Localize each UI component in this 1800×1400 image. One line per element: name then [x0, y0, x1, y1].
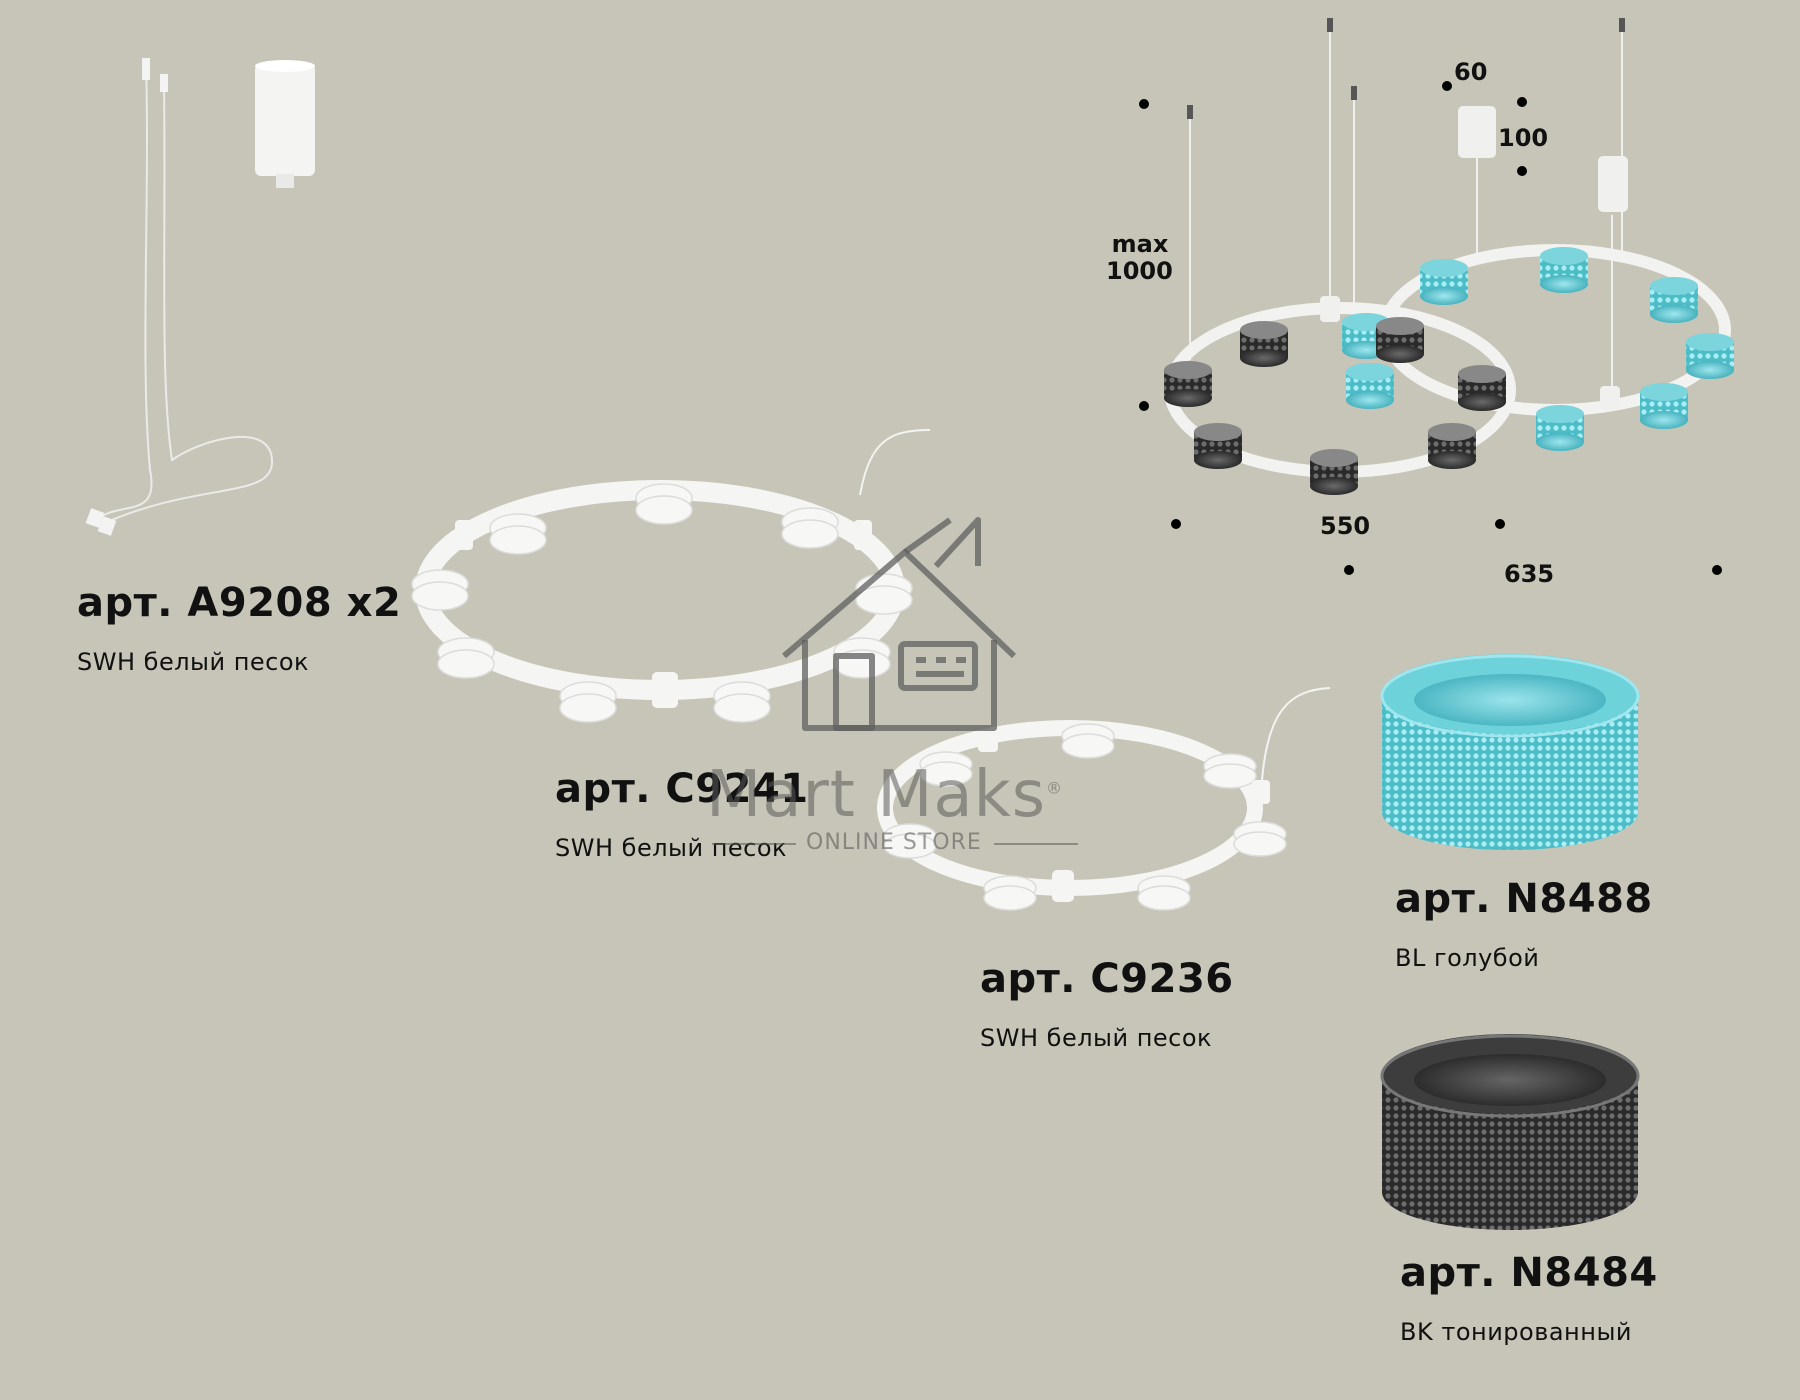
dimension-max-value: 1000 [1106, 257, 1173, 285]
assembled-chandelier-illustration [1164, 18, 1734, 495]
product-article: арт. N8484 [1400, 1250, 1658, 1296]
product-color: BK тонированный [1400, 1318, 1632, 1346]
watermark-tagline: ONLINE STORE [806, 830, 982, 855]
dimension-dot [1139, 401, 1149, 411]
product-article: арт. C9236 [980, 956, 1234, 1002]
product-color: SWH белый песок [980, 1024, 1213, 1052]
product-article: арт. C9241 [555, 766, 809, 812]
dimension-dot [1517, 166, 1527, 176]
dimension-dot [1442, 81, 1452, 91]
ring-c9241-illustration [411, 429, 931, 723]
dimension-dot [1139, 99, 1149, 109]
watermark-line-left [712, 843, 796, 845]
dimension-dot [1171, 519, 1181, 529]
product-color: BL голубой [1395, 944, 1540, 972]
product-label-c9236: арт. C9236 SWH белый песок [980, 956, 1234, 1052]
dimension-cap-width: 60 [1454, 58, 1488, 86]
dimension-dot [1344, 565, 1354, 575]
product-label-n8484: арт. N8484 BK тонированный [1400, 1250, 1658, 1346]
dimension-small-ring: 550 [1320, 512, 1371, 540]
dimension-large-ring: 635 [1504, 560, 1555, 588]
ring-c9236-illustration [877, 687, 1331, 911]
dimension-dot [1712, 565, 1722, 575]
product-color: SWH белый песок [555, 834, 788, 862]
product-article: арт. N8488 [1395, 876, 1653, 922]
watermark-line-right [994, 843, 1078, 845]
watermark-house-icon [782, 517, 1017, 731]
shade-n8488-illustration [1380, 654, 1640, 850]
shade-n8484-illustration [1380, 1034, 1640, 1230]
product-color: SWH белый песок [77, 648, 310, 676]
product-label-c9241: арт. C9241 SWH белый песок [555, 766, 809, 862]
dimension-dot [1517, 97, 1527, 107]
dimension-max-label: max [1111, 230, 1169, 258]
suspension-kit-illustration [85, 58, 315, 536]
watermark-brand: Mart Maks® [706, 758, 1063, 832]
product-article: арт. A9208 x2 [77, 580, 402, 626]
watermark-brand-text: Mart Maks [706, 758, 1047, 832]
dimension-cap-height: 100 [1498, 124, 1549, 152]
product-label-n8488: арт. N8488 BL голубой [1395, 876, 1653, 972]
watermark-registered: ® [1046, 778, 1064, 798]
dimension-dot [1495, 519, 1505, 529]
product-label-a9208: арт. A9208 x2 SWH белый песок [77, 580, 401, 676]
